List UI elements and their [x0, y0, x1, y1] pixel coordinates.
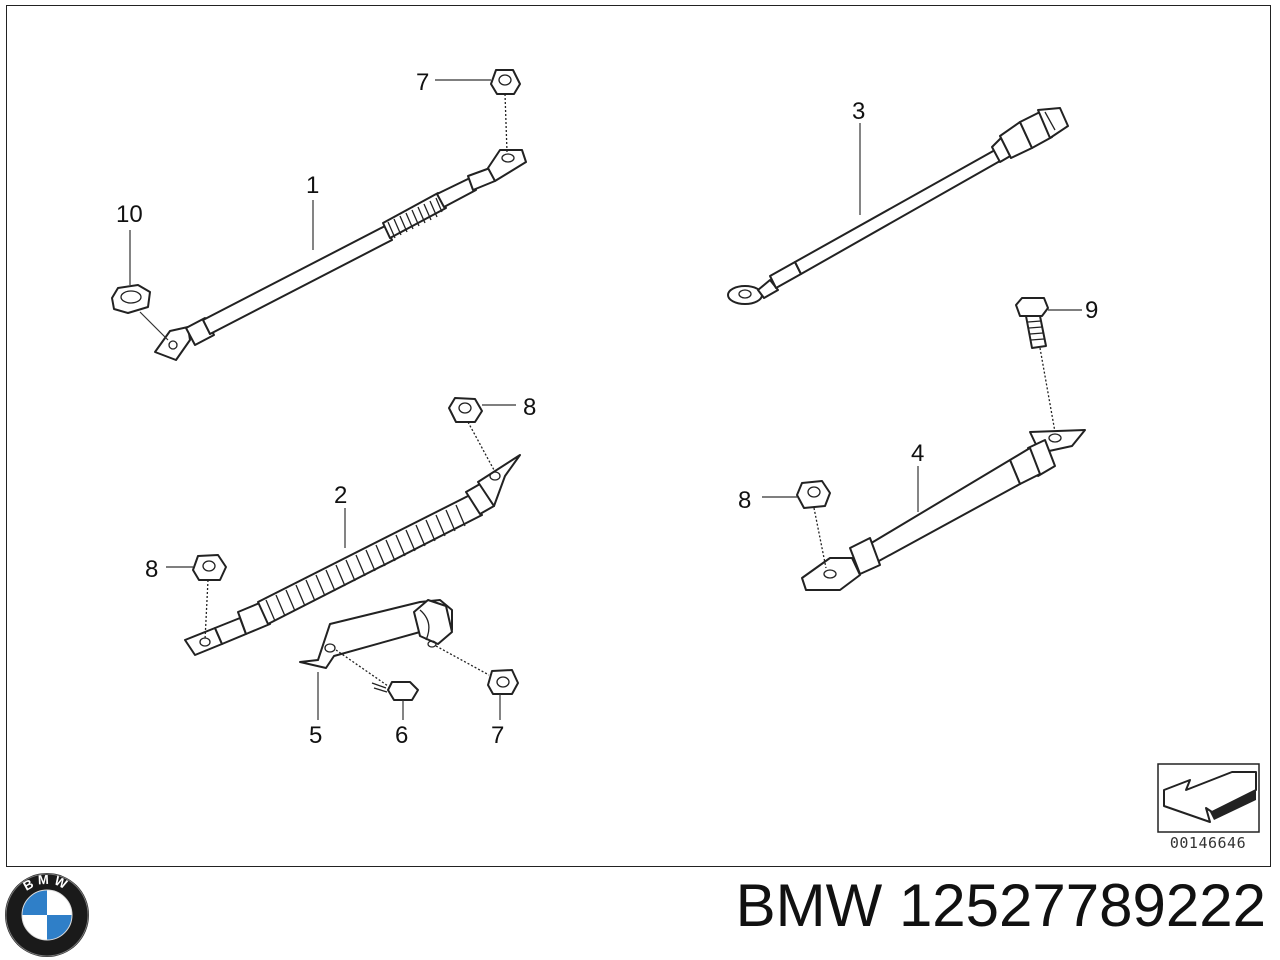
callout-7-top: 7 — [416, 69, 429, 96]
brand-name: BMW — [735, 872, 883, 939]
callout-1: 1 — [306, 172, 319, 199]
nut-7-top — [490, 69, 521, 95]
bolt-6 — [371, 681, 419, 701]
bolt-9 — [1015, 297, 1049, 349]
drawing-number: 00146646 — [1169, 834, 1247, 852]
svg-text:BMW: BMW — [20, 872, 73, 894]
nut-8-top — [448, 397, 483, 423]
cable-2 — [184, 454, 521, 656]
nut-7-bottom — [487, 669, 519, 695]
callout-8-left: 8 — [145, 556, 158, 583]
callout-10: 10 — [116, 201, 143, 228]
callout-4: 4 — [911, 440, 924, 467]
nut-8-right — [796, 480, 831, 509]
callout-7-bottom: 7 — [491, 722, 504, 749]
cable-4 — [801, 429, 1086, 591]
callout-3: 3 — [852, 98, 865, 125]
arrow-direction-icon — [1157, 763, 1260, 833]
cable-3 — [727, 107, 1069, 305]
callout-8-top: 8 — [523, 394, 536, 421]
part-number: 12527789222 — [898, 872, 1266, 939]
callout-6: 6 — [395, 722, 408, 749]
callout-8-right: 8 — [738, 487, 751, 514]
bmw-roundel-icon: BMW — [5, 872, 89, 957]
logo-letters: BMW — [20, 872, 69, 894]
part-title: BMW 12527789222 — [736, 876, 1266, 936]
bracket-5 — [299, 599, 453, 669]
cable-1 — [154, 149, 527, 361]
nut-10 — [111, 284, 151, 314]
callout-9: 9 — [1085, 297, 1098, 324]
nut-8-left — [192, 554, 227, 581]
callout-2: 2 — [334, 482, 347, 509]
callout-5: 5 — [309, 722, 322, 749]
